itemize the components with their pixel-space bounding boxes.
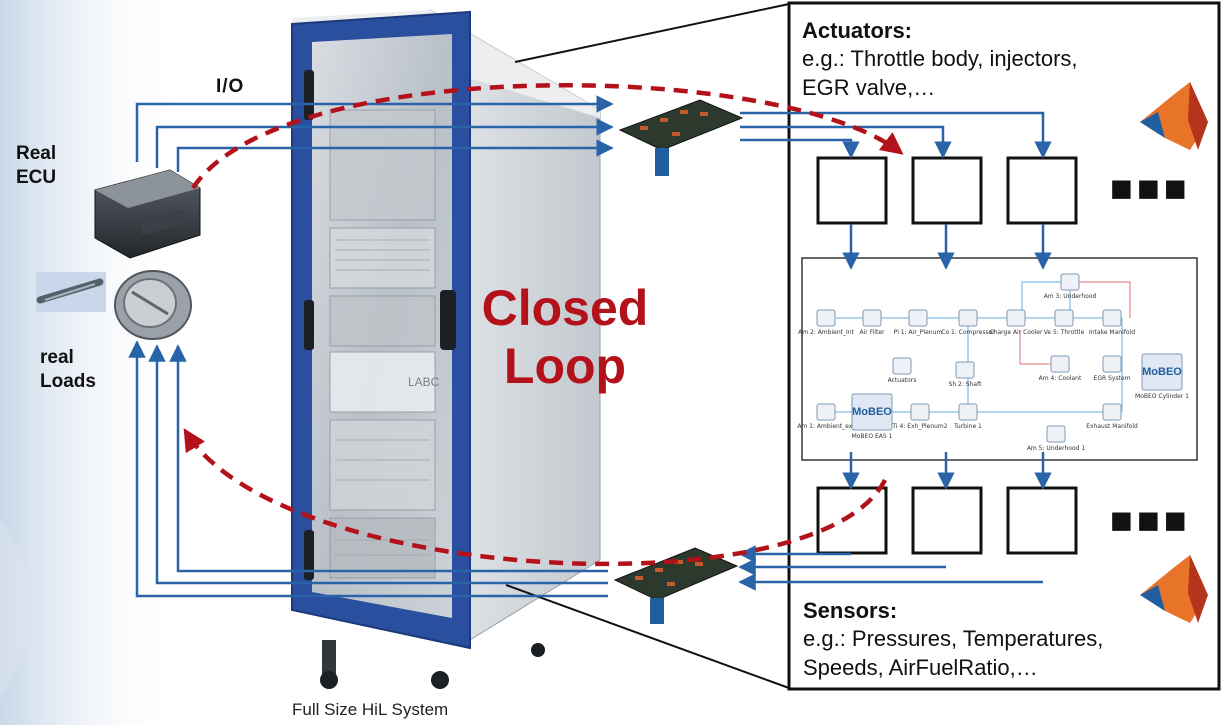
model-heat-connections — [1019, 281, 1131, 365]
model-block-icon — [1006, 309, 1026, 327]
model-block-label: Intake Manifold — [1089, 329, 1135, 336]
model-block-label: EGR System — [1094, 375, 1131, 382]
model-block-icon — [1141, 353, 1183, 391]
closed-loop-label: Closed Loop — [455, 279, 675, 395]
wire-in-1 — [169, 344, 608, 573]
more-actuators-indicator: ■■■ — [1110, 168, 1191, 210]
wire-card-act1 — [740, 138, 860, 159]
closed-loop-line-2: Loop — [503, 338, 627, 394]
throttle-body-icon — [114, 270, 192, 340]
model-block-label: Ve 5: Throttle — [1044, 329, 1085, 336]
model-block-label: Co 1: Compressor — [941, 329, 995, 336]
model-block-label: MoBEO EAS 1 — [852, 433, 893, 440]
cabinet-brand-label: LABC — [408, 375, 440, 389]
model-block-icon — [1050, 355, 1070, 373]
zoom-line-top — [514, 3, 790, 63]
model-block-icon — [1102, 355, 1122, 373]
actuators-text-line-2: EGR valve,… — [802, 75, 936, 100]
actuators-title: Actuators: — [802, 18, 913, 43]
engine-model-diagram: Am 2: Ambient_Int Air Filter Pi 1: Air_Ple… — [797, 273, 1189, 452]
actuators-text-line-1: e.g.: Throttle body, injectors, — [802, 46, 1078, 71]
io-card-icon — [618, 99, 744, 176]
more-sensors-indicator: ■■■ — [1110, 500, 1191, 542]
sensors-text-line-1: e.g.: Pressures, Temperatures, — [803, 626, 1104, 651]
model-block-icon — [892, 357, 912, 375]
model-block-icon — [958, 309, 978, 327]
model-block-label: Pi 1: Air_Plenum — [894, 329, 943, 336]
ecu-icon — [94, 169, 201, 259]
real-loads-line-2: Loads — [40, 371, 96, 392]
model-block-label: Actuators — [888, 377, 917, 384]
model-block-label: Am 4: Coolant — [1039, 375, 1082, 382]
model-block-label: Am 5: Underhood 1 — [1027, 445, 1086, 452]
zoom-line-bottom — [505, 584, 790, 689]
real-ecu-label: Real ECU — [16, 142, 56, 190]
model-block-icon — [910, 403, 930, 421]
model-block-label: Exhaust Manifold — [1086, 423, 1138, 430]
model-block-label: Sh 2: Shaft — [949, 381, 983, 388]
io-wiring — [128, 95, 1052, 598]
model-block-label: Am 3: Underhood — [1044, 293, 1097, 300]
model-block-icon — [1046, 425, 1066, 443]
model-block-icon — [1102, 403, 1122, 421]
model-block-icon — [816, 403, 836, 421]
closed-loop-arrow-top — [191, 83, 904, 190]
wire-out-3 — [176, 139, 614, 172]
wire-in-2 — [148, 344, 608, 585]
io-label: I/O — [216, 76, 245, 97]
caption: Full Size HiL System — [292, 700, 449, 719]
actuators-description: Actuators: e.g.: Throttle body, injector… — [802, 18, 1078, 102]
model-block-icon — [816, 309, 836, 327]
model-block-label: Charge Air Cooler — [990, 329, 1043, 336]
model-block-icon — [851, 393, 893, 431]
wire-in-3 — [128, 340, 608, 598]
matlab-logo-icon — [1140, 82, 1208, 150]
sensors-text-line-2: Speeds, AirFuelRatio,… — [803, 655, 1038, 680]
real-ecu-line-1: Real — [16, 143, 57, 164]
model-block-icon — [862, 309, 882, 327]
background-swoosh — [0, 520, 30, 700]
real-loads-line-1: real — [40, 347, 74, 368]
mobeo-logo-text: MoBEO — [852, 406, 892, 418]
cabinet-icon — [291, 9, 601, 689]
model-block-label: MoBEO Cylinder 1 — [1135, 393, 1189, 400]
wire-card-act2 — [740, 125, 952, 159]
model-block-icon — [1054, 309, 1074, 327]
closed-loop-arrow-bottom — [183, 428, 888, 567]
model-block-label: Air Filter — [859, 329, 885, 336]
wire-out-1 — [135, 95, 614, 162]
wire-card-act3 — [740, 111, 1052, 159]
model-block-label: Turbine 1 — [953, 423, 982, 430]
wire-out-2 — [155, 118, 614, 168]
matlab-logo-icon — [1140, 555, 1208, 623]
io-card-icon — [613, 547, 739, 624]
real-loads-label: real Loads — [40, 346, 96, 394]
model-block-label: Ti 4: Exh_Plenum2 — [891, 423, 947, 430]
model-block-icon — [908, 309, 928, 327]
model-block-icon — [1102, 309, 1122, 327]
model-block-label: Am 1: Ambient_ext — [797, 423, 855, 430]
model-block-icon — [1060, 273, 1080, 291]
model-block-icon — [955, 361, 975, 379]
mobeo-logo-text: MoBEO — [1142, 366, 1182, 378]
model-block-label: Am 2: Ambient_Int — [798, 329, 854, 336]
sensors-description: Sensors: e.g.: Pressures, Temperatures, … — [803, 598, 1103, 682]
sensors-title: Sensors: — [803, 598, 898, 623]
closed-loop-line-1: Closed — [481, 280, 649, 336]
real-ecu-line-2: ECU — [16, 167, 57, 188]
injector-icon — [36, 272, 106, 312]
model-block-icon — [958, 403, 978, 421]
